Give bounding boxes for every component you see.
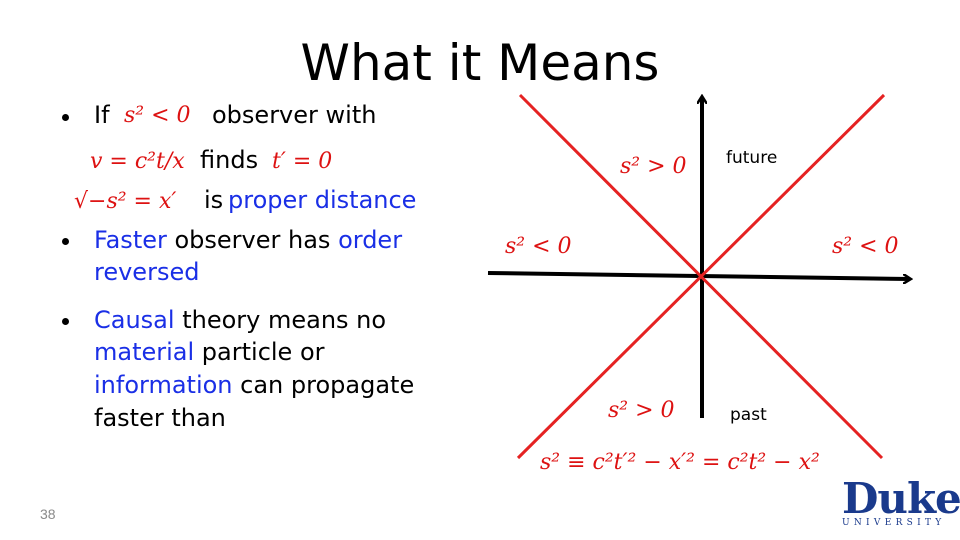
bullet-3-mid1: theory means no (174, 306, 387, 334)
bullet-1-is: is (204, 186, 224, 214)
velocity-formula: v = c²t/x (90, 149, 185, 174)
future-label: future (726, 148, 778, 168)
top-region-label: s² > 0 (620, 154, 687, 179)
information-word: information (94, 371, 233, 399)
faster-word: Faster (94, 226, 167, 254)
bullet-2-line1: Faster observer has order (94, 226, 402, 254)
bullet-dot (62, 238, 69, 245)
causal-word: Causal (94, 306, 175, 334)
bullet-3-mid3: can propagate (232, 371, 415, 399)
left-region-label: s² < 0 (505, 234, 572, 259)
duke-logo: Duke UNIVERSITY (842, 474, 960, 529)
slide-title: What it Means (300, 34, 660, 92)
duke-logo-name: Duke (842, 474, 960, 523)
past-label: past (730, 405, 767, 425)
bullet-3-line3: information can propagate (94, 371, 414, 399)
order-word: order (338, 226, 403, 254)
bullet-3-line4: faster than (94, 404, 226, 432)
bullet-dot (62, 114, 69, 121)
proper-distance-text: proper distance (228, 186, 417, 214)
right-region-label: s² < 0 (832, 234, 899, 259)
slide-number: 38 (40, 506, 56, 522)
bullet-3-line2: material particle or (94, 338, 325, 366)
bullet-2-mid: observer has (166, 226, 339, 254)
bullet-1-if: If (94, 101, 110, 129)
proper-distance-formula: √−s² = x′ (74, 189, 177, 214)
bullet-dot (62, 318, 69, 325)
material-word: material (94, 338, 195, 366)
duke-logo-sub: UNIVERSITY (842, 518, 946, 528)
bullet-1-finds: finds (200, 146, 259, 174)
tprime-formula: t′ = 0 (272, 149, 333, 174)
bullet-3-line1: Causal theory means no (94, 306, 386, 334)
bullet-1-condition: s² < 0 (124, 103, 191, 128)
bullet-3-mid2: particle or (194, 338, 325, 366)
light-cone-line-2 (516, 93, 886, 460)
bullet-1-rest: observer with (212, 101, 377, 129)
invariant-interval-formula: s² ≡ c²t′² − x′² = c²t² − x² (540, 450, 820, 475)
reversed-word: reversed (94, 258, 200, 286)
bottom-region-label: s² > 0 (608, 398, 675, 423)
